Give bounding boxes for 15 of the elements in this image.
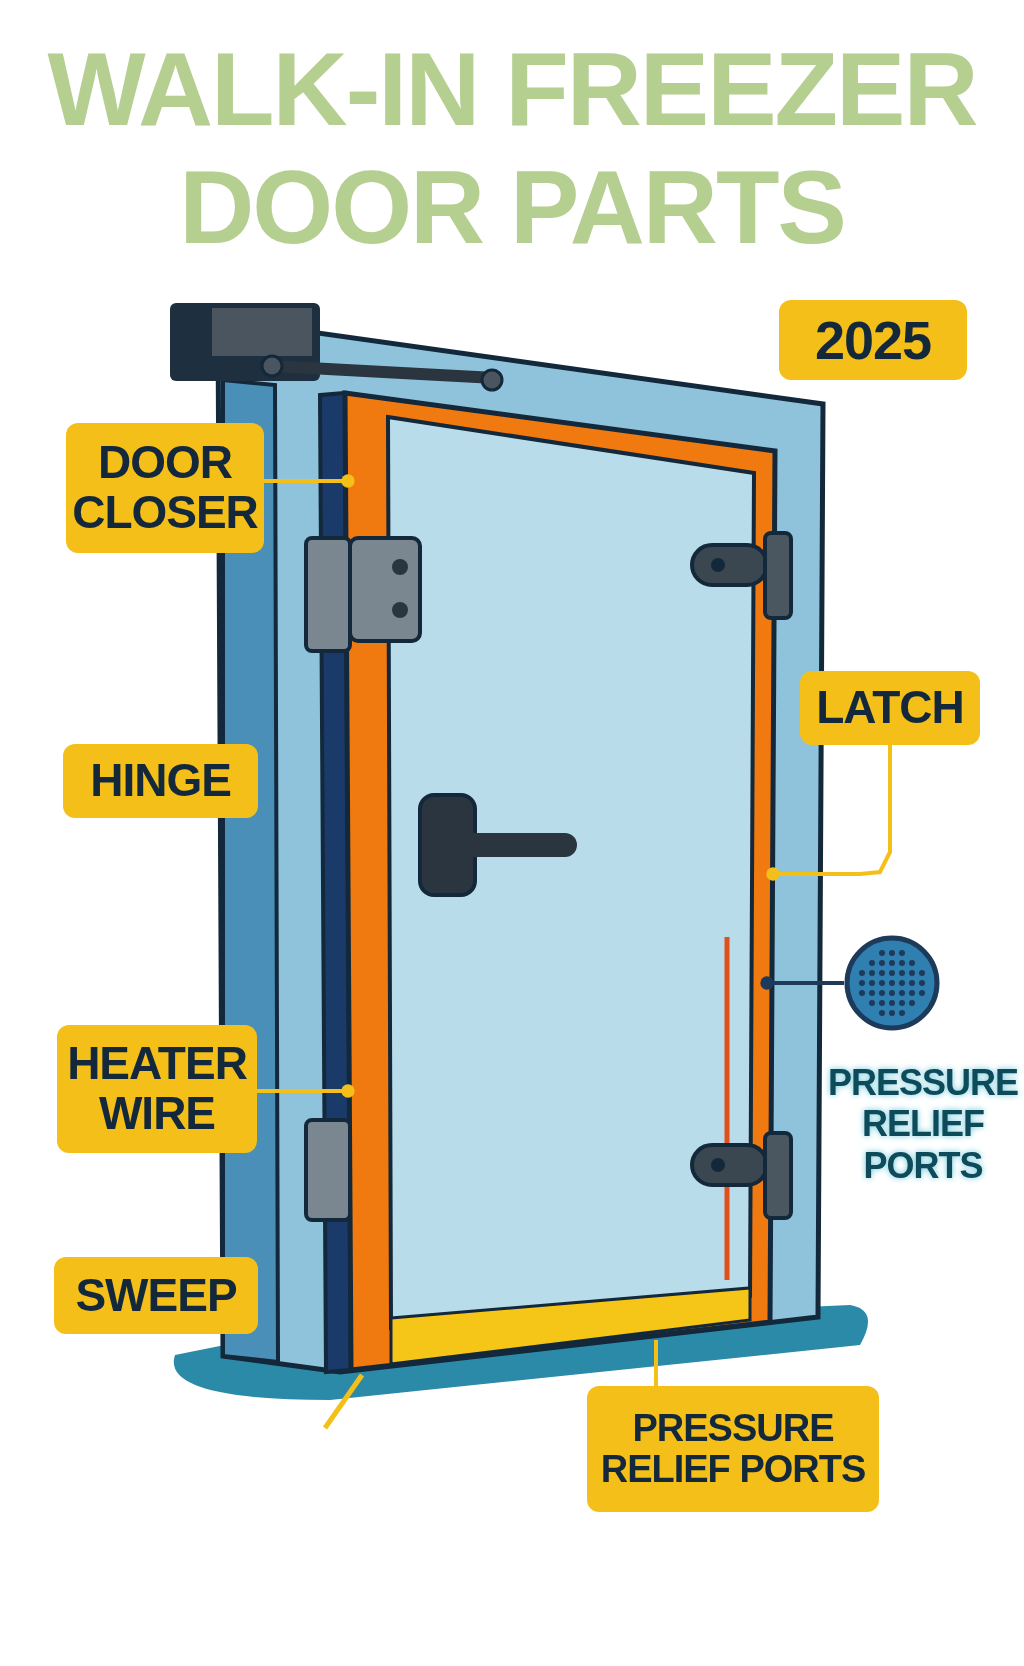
label-box: LATCH	[800, 671, 980, 745]
vent-icon	[844, 935, 940, 1031]
leader-line	[760, 976, 844, 990]
label-box: HEATER WIRE	[57, 1025, 257, 1153]
label-box: PRESSURE RELIEF PORTS	[587, 1386, 879, 1512]
title: WALK-IN FREEZER DOOR PARTS	[46, 30, 978, 266]
leader-line	[264, 474, 355, 488]
label-box: SWEEP	[54, 1257, 258, 1334]
label-box: DOOR CLOSER	[66, 423, 264, 553]
leader-line	[766, 745, 892, 881]
leader-line	[654, 1340, 658, 1386]
label-box: HINGE	[63, 744, 258, 818]
leader-line	[257, 1084, 355, 1098]
label-box: 2025	[779, 300, 967, 380]
part-label: PRESSURE RELIEF PORTS	[826, 1062, 1020, 1187]
